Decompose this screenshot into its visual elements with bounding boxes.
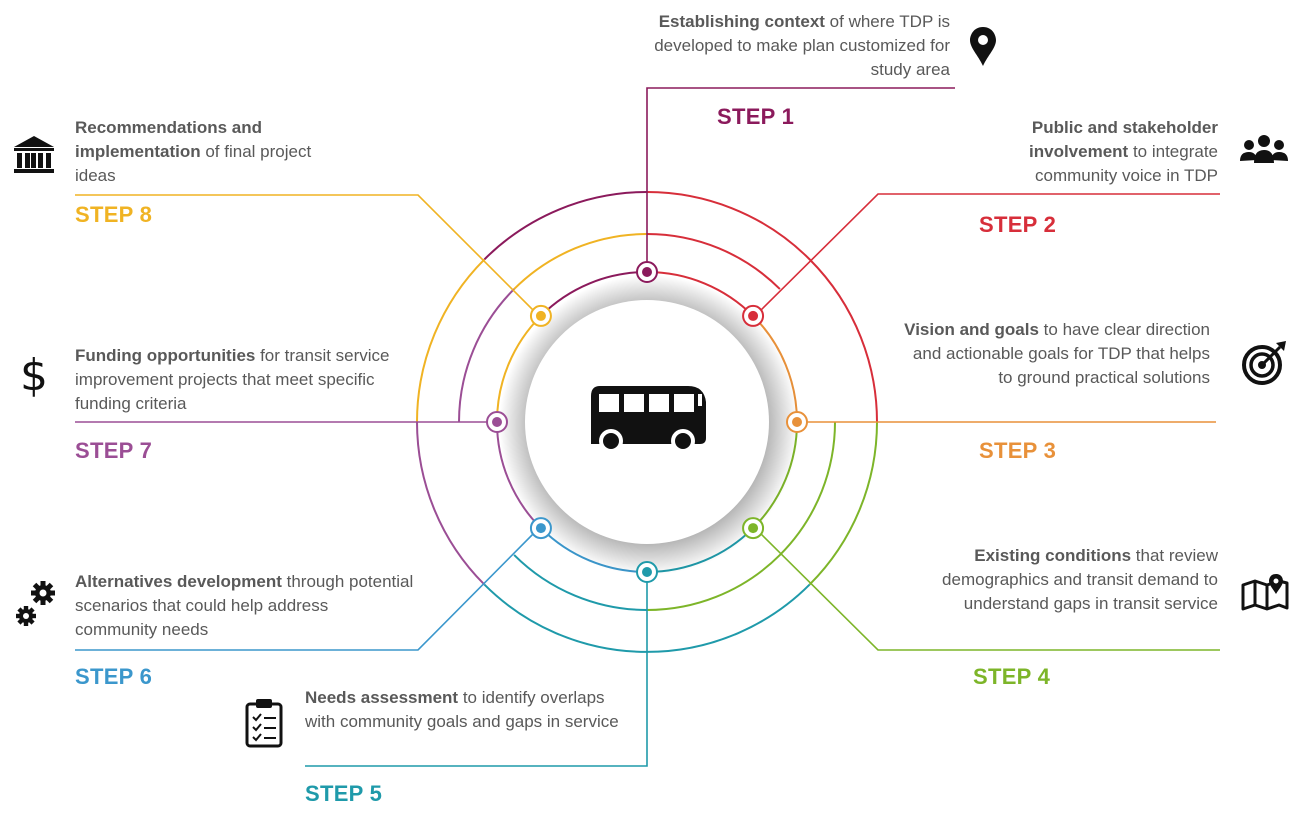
- step-8-text: of final project ideas: [75, 142, 312, 185]
- step-6-connector: [75, 527, 540, 651]
- step-3-text: to have clear direction and actionable g…: [912, 320, 1210, 387]
- inner-arc-step-2: [646, 270, 754, 317]
- step-1-label: STEP 1: [717, 104, 795, 129]
- gears-icon: [16, 581, 55, 626]
- step-1-description: Establishing context of where TDP is dev…: [630, 10, 950, 82]
- clipboard-checklist-icon: [245, 699, 283, 748]
- step-1-text: of where TDP is developed to make plan c…: [654, 12, 950, 79]
- step-7-label: STEP 7: [75, 438, 153, 463]
- step-5-title: Needs assessment: [305, 688, 459, 707]
- step-1-title: Establishing context: [658, 12, 825, 31]
- step-4-description: Existing conditions that review demograp…: [900, 544, 1218, 616]
- middle-arc-step-7: [458, 288, 515, 423]
- middle-arc-step-5: [513, 554, 648, 611]
- inner-arc-step-8: [495, 315, 542, 423]
- step-7-text: for transit service improvement projects…: [75, 346, 390, 413]
- map-pin-icon: [970, 27, 996, 66]
- step-2-connector: [754, 193, 1220, 317]
- outer-arc-step-2: [646, 191, 878, 423]
- outer-arc-step-4: [808, 421, 878, 586]
- step-8-title: Recommendations and implementation: [75, 118, 263, 161]
- step-1-connector: [646, 87, 955, 272]
- inner-arc-step-1: [540, 270, 648, 317]
- outer-arc-step-8: [416, 258, 486, 423]
- step-7-title: Funding opportunities: [75, 346, 256, 365]
- step-8-description: Recommendations and implementation of fi…: [75, 116, 325, 188]
- step-2-label: STEP 2: [979, 212, 1057, 237]
- step-5-node: [636, 561, 658, 583]
- step-2-title: Public and stakeholder involvement: [1029, 118, 1218, 161]
- step-4-title: Existing conditions: [974, 546, 1132, 565]
- target-icon: [1242, 341, 1286, 385]
- step-2-description: Public and stakeholder involvement to in…: [960, 116, 1218, 188]
- middle-arc-step-8: [513, 233, 648, 290]
- step-8-node: [529, 304, 552, 327]
- step-4-node: [742, 517, 765, 540]
- step-1-node: [636, 261, 658, 283]
- step-3-label: STEP 3: [979, 438, 1057, 463]
- step-5-text: to identify overlaps with community goal…: [305, 688, 619, 731]
- step-nodes: [486, 261, 808, 583]
- step-3-title: Vision and goals: [904, 320, 1039, 339]
- step-6-label: STEP 6: [75, 664, 153, 689]
- connector-lines: [75, 87, 1220, 767]
- institution-building-icon: [14, 136, 54, 173]
- step-8-label: STEP 8: [75, 202, 153, 227]
- step-5-label: STEP 5: [305, 781, 383, 806]
- step-7-description: Funding opportunities for transit servic…: [75, 344, 405, 416]
- step-4-label: STEP 4: [973, 664, 1051, 689]
- people-group-icon: [1240, 135, 1288, 163]
- step-5-description: Needs assessment to identify overlaps wi…: [305, 686, 635, 734]
- step-6-node: [529, 517, 552, 540]
- bus-icon: [591, 386, 706, 453]
- step-6-title: Alternatives development: [75, 572, 282, 591]
- step-3-description: Vision and goals to have clear direction…: [900, 318, 1210, 390]
- middle-arc-step-2: [646, 233, 781, 290]
- step-5-connector: [305, 572, 648, 767]
- step-3-node: [786, 411, 808, 433]
- step-6-text: through potential scenarios that could h…: [75, 572, 414, 639]
- step-8-connector: [75, 194, 540, 317]
- step-7-node: [486, 411, 508, 433]
- map-location-icon: [1241, 574, 1289, 611]
- middle-arc-step-4: [646, 421, 836, 611]
- step-6-description: Alternatives development through potenti…: [75, 570, 415, 642]
- outer-arc-step-1: [483, 191, 648, 261]
- outer-arc-step-7: [416, 421, 486, 586]
- step-4-connector: [754, 527, 1220, 651]
- step-4-text: that review demographics and transit dem…: [942, 546, 1218, 613]
- dollar-icon: $: [20, 350, 48, 401]
- step-2-text: to integrate community voice in TDP: [1035, 142, 1218, 185]
- step-2-node: [742, 304, 765, 327]
